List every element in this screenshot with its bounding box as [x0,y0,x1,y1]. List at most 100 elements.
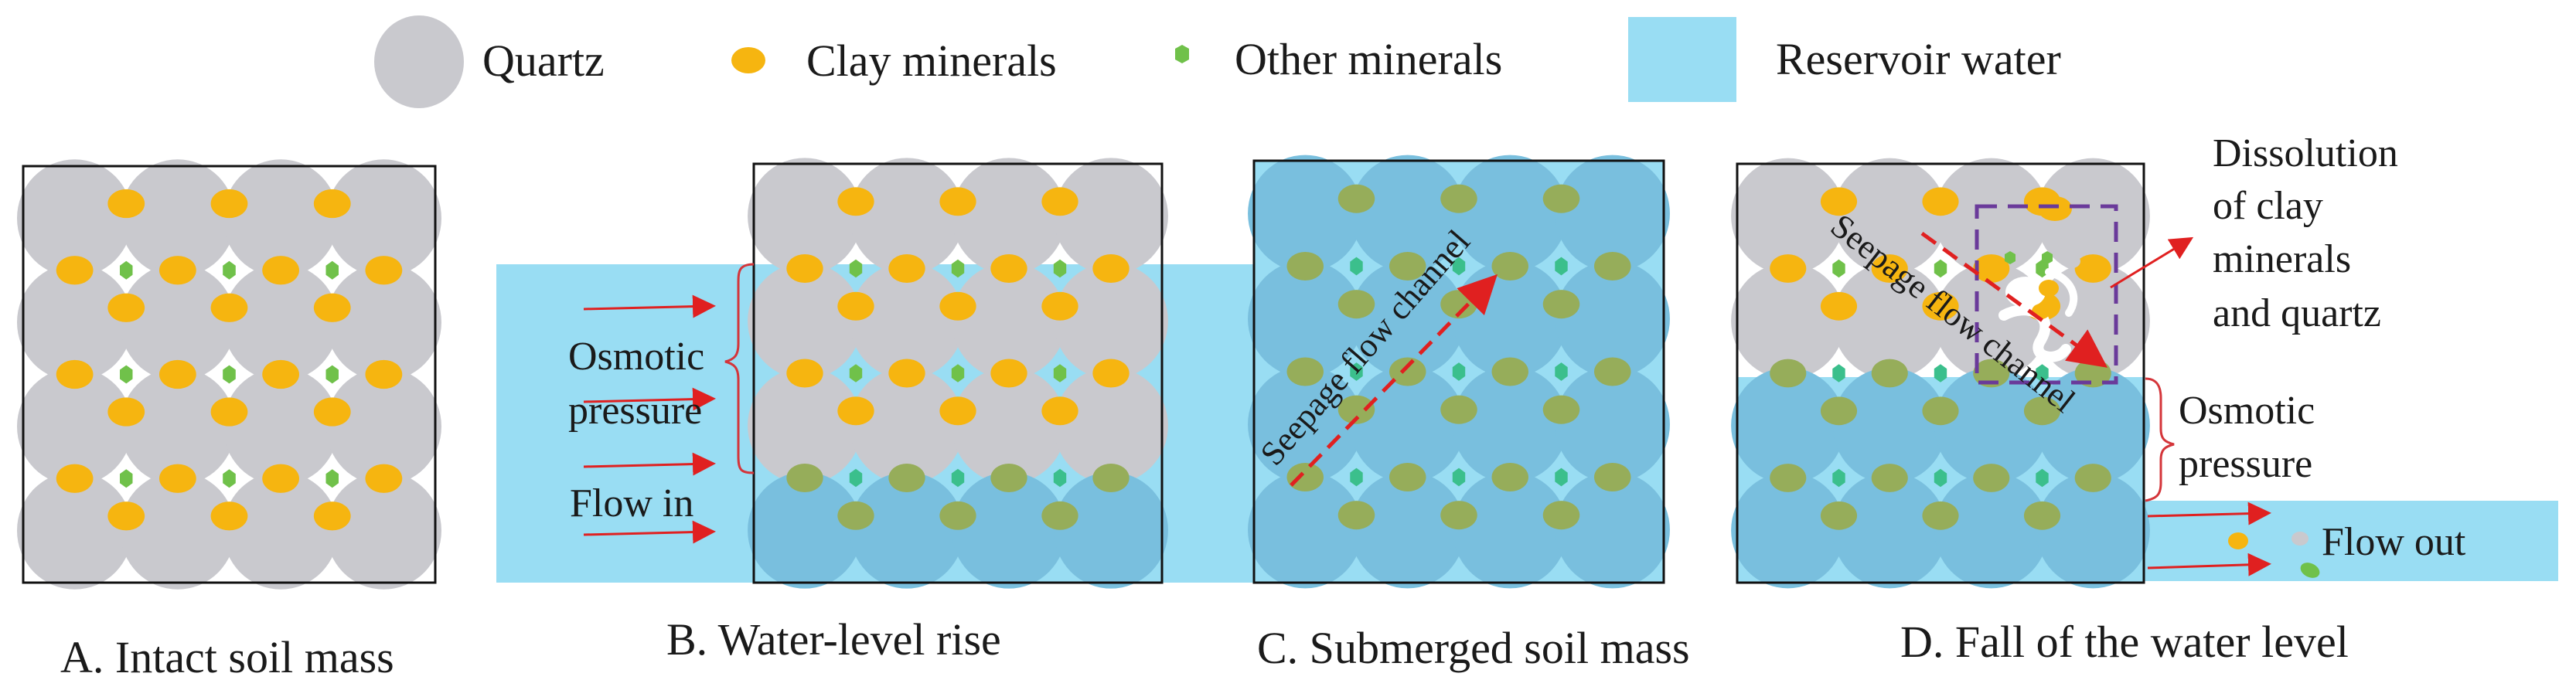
quartz-grain [1453,366,1568,483]
other-mineral-grain [1934,468,1947,488]
clay-grain [786,359,823,388]
legend-label-clay: Clay minerals [806,36,1057,86]
legend: Quartz Clay minerals Other minerals Rese… [374,15,2061,108]
other-mineral-grain [120,365,133,384]
clay-grain [313,397,351,427]
osmotic-label-d-line1: Osmotic [2179,389,2315,433]
osmotic-bracket-b [724,263,755,474]
clay-grain [786,464,823,492]
quartz-grain [1453,471,1568,589]
crack-icon [2045,268,2078,317]
quartz-grain [120,264,236,382]
quartz-grain [1934,158,2049,274]
panel-a: A. Intact soil mass [17,159,441,682]
quartz-grain [748,471,862,589]
quartz-grain [1731,367,1845,484]
other-mineral-grain [951,364,965,382]
clay-grain [1871,464,1908,492]
dissolution-label-line2: of clay [2213,184,2323,228]
quartz-grain [1731,158,1845,274]
clay-grain-icon [2038,196,2072,221]
quartz-grain [1350,471,1465,589]
dissolution-label-line3: minerals [2213,237,2351,281]
clay-grain [1389,357,1426,386]
quartz-grain-icon [2291,532,2309,546]
quartz-grain [1555,260,1670,378]
clay-grain [1922,396,1959,426]
clay-grain [1542,501,1580,530]
right-arrow-icon [583,294,716,318]
quartz-grain [223,264,339,382]
clay-grain [313,189,351,219]
dissolution-label-line4: and quartz [2213,291,2381,335]
legend-label-quartz: Quartz [482,36,605,86]
clay-grain [939,187,976,216]
other-mineral-icon [2005,251,2015,264]
clay-grain [107,189,145,219]
quartz-grain [120,367,236,485]
clay-grain [1041,187,1078,216]
clay-grain [365,359,403,389]
other-mineral-grain [1452,468,1466,487]
clay-grain [210,189,248,219]
clay-grain [1542,395,1580,424]
osmotic-label-b-line2: pressure [568,389,702,433]
quartz-grain [748,262,862,379]
clay-grain [939,396,976,426]
quartz-grain [1248,471,1363,589]
dissolution-label-line1: Dissolution [2213,131,2398,175]
clay-grain-icon [2228,532,2248,549]
caption-a: A. Intact soil mass [60,632,394,682]
right-arrow-icon [2147,502,2271,525]
flow-out-label: Flow out [2322,520,2466,564]
clay-grain [1092,359,1130,388]
other-mineral-grain [849,468,863,488]
clay-grain [1389,251,1426,281]
quartz-grain [1054,262,1168,379]
quartz-grain [17,264,133,382]
water-swatch-icon [1628,17,1736,102]
right-arrow-icon [2147,552,2271,576]
quartz-grain [1054,471,1168,589]
quartz-grain [223,471,339,590]
clay-grain [56,256,94,285]
other-mineral-grain [1452,362,1466,381]
other-mineral-grain [223,260,236,280]
right-arrow-icon [583,452,716,476]
clay-grain [1922,501,1959,530]
clay-grain [1871,254,1908,283]
other-mineral-grain [951,259,965,278]
legend-item-quartz: Quartz [374,15,605,108]
clay-grain [1041,501,1078,530]
quartz-grain-icon [2005,331,2023,346]
clay-grain [158,359,196,389]
quartz-grain [1248,366,1363,483]
clay-swatch-icon [731,47,765,73]
quartz-grain [120,471,236,590]
crack-icon [1998,304,2071,362]
clay-grain [1092,254,1130,283]
quartz-grain [325,471,441,590]
clay-grain [1594,357,1631,386]
clay-grain [888,359,925,388]
clay-grain [210,293,248,322]
other-mineral-grain [1452,257,1466,276]
clay-grain [1389,462,1426,492]
panel-d: Seepage flow channel Dissolution of clay… [1731,131,2558,667]
quartz-grain [1555,471,1670,589]
clay-grain [1440,184,1477,213]
dissolved-pore-icon [2005,277,2046,308]
quartz-grain [1934,367,2049,484]
other-mineral-grain [1555,362,1568,381]
other-mineral-grain [325,469,339,488]
clay-grain [939,501,976,530]
soil-frame-b [752,162,1164,584]
quartz-grain [2036,367,2150,484]
clay-grain [888,254,925,283]
soil-frame-c [1252,159,1665,584]
clay-grain [210,397,248,427]
osmotic-label-b-line1: Osmotic [568,335,704,379]
soil-grains-d [1731,158,2150,589]
clay-grain [888,464,925,492]
clay-grain [1041,291,1078,321]
